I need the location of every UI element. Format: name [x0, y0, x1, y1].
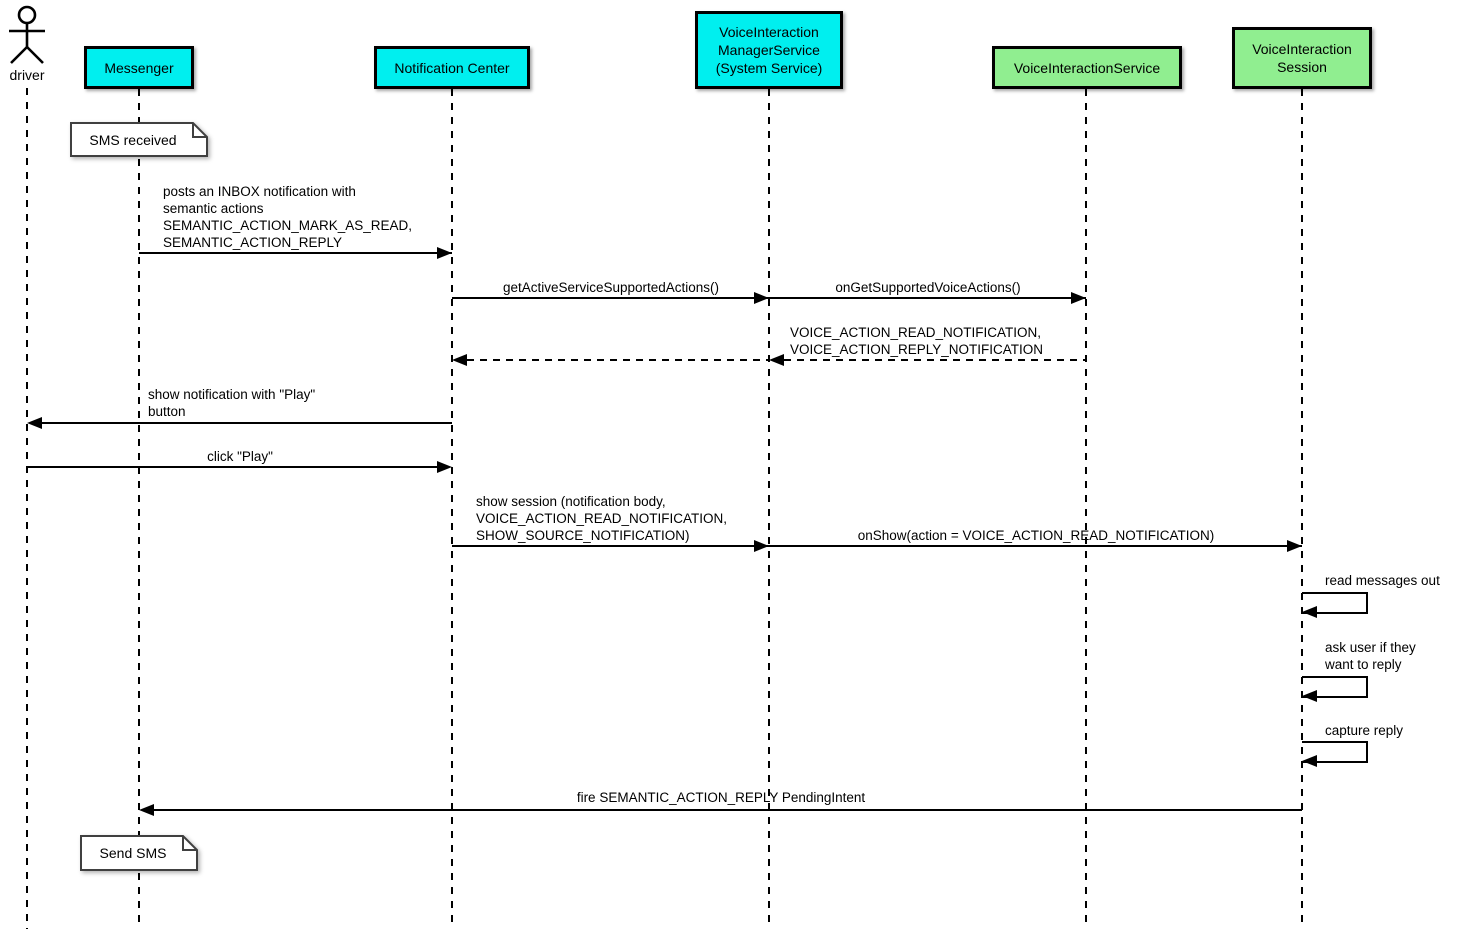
message-label: getActiveServiceSupportedActions() [502, 280, 720, 295]
arrowhead-icon [754, 292, 769, 304]
message-line [769, 545, 1302, 547]
self-loop-line [1302, 741, 1368, 763]
note-label: SMS received [89, 131, 177, 148]
message-label: VOICE_ACTION_READ_NOTIFICATION, VOICE_AC… [790, 325, 1044, 357]
message-line [769, 297, 1086, 299]
participant-box-messenger: Messenger [84, 46, 194, 89]
arrowhead-icon [452, 354, 467, 366]
message-line [139, 252, 452, 254]
lifeline-voice-interaction-session [1301, 89, 1303, 929]
message-line [452, 297, 769, 299]
actor-label: driver [9, 67, 45, 83]
message-label: click "Play" [207, 449, 273, 464]
arrowhead-icon [437, 461, 452, 473]
message-label: show notification with "Play" button [148, 387, 316, 419]
actor-figure-icon [9, 5, 45, 64]
participant-box-voice-interaction-service: VoiceInteractionService [992, 46, 1182, 89]
participant-box-voice-interaction-session: VoiceInteraction Session [1232, 27, 1372, 89]
participant-box-voice-interaction-manager-service: VoiceInteraction ManagerService (System … [695, 11, 843, 89]
note-label: Send SMS [99, 845, 167, 861]
arrowhead-icon [27, 417, 42, 429]
note-shape [80, 835, 198, 871]
lifeline-notification-center [451, 89, 453, 929]
message-label: show session (notification body, VOICE_A… [476, 494, 728, 543]
lifeline-driver [26, 88, 28, 929]
arrowhead-icon [139, 804, 154, 816]
arrowhead-icon [1302, 755, 1317, 767]
note-send-sms: Send SMS [80, 835, 198, 871]
lifeline-messenger [138, 89, 140, 929]
message-label: onGetSupportedVoiceActions() [835, 280, 1021, 295]
message-label: read messages out [1325, 573, 1440, 588]
arrowhead-icon [1071, 292, 1086, 304]
arrowhead-icon [1302, 606, 1317, 618]
self-loop-line [1302, 676, 1368, 698]
message-label: onShow(action = VOICE_ACTION_READ_NOTIFI… [857, 528, 1215, 543]
lifeline-voice-interaction-service [1085, 89, 1087, 929]
arrowhead-icon [754, 540, 769, 552]
message-label: posts an INBOX notification with semanti… [163, 184, 413, 250]
message-label: capture reply [1325, 723, 1404, 738]
message-line [27, 466, 437, 468]
lifeline-voice-interaction-manager-service [768, 89, 770, 929]
arrowhead-icon [769, 354, 784, 366]
message-line [42, 422, 452, 424]
message-line [467, 359, 769, 361]
message-label: ask user if they want to reply [1325, 640, 1416, 672]
note-sms-received: SMS received [70, 122, 208, 157]
arrowhead-icon [1287, 540, 1302, 552]
arrowhead-icon [1302, 690, 1317, 702]
note-shape [70, 122, 208, 157]
arrowhead-icon [437, 247, 452, 259]
self-loop-line [1302, 592, 1368, 614]
message-line [784, 359, 1086, 361]
message-line [154, 809, 1302, 811]
message-line [452, 545, 769, 547]
participant-box-notification-center: Notification Center [374, 46, 530, 89]
message-label: fire SEMANTIC_ACTION_REPLY PendingIntent [576, 790, 866, 805]
